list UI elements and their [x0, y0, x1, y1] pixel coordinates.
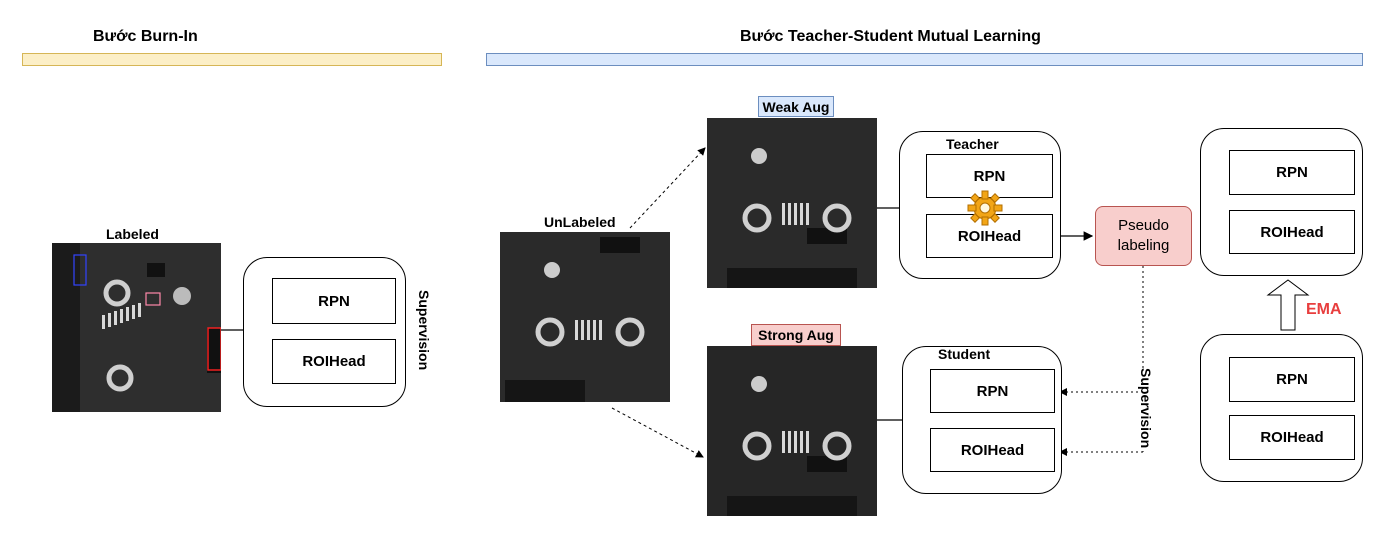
pseudo-labeling-box: Pseudo labeling: [1095, 206, 1192, 266]
weak-aug-tag: Weak Aug: [758, 96, 834, 117]
weak-aug-image: [707, 118, 877, 288]
burnin-bar: [22, 53, 442, 66]
arrow-to-strong: [611, 407, 704, 458]
burnin-supervision-label: Supervision: [416, 290, 432, 371]
student-title: Student: [938, 346, 991, 362]
student-roihead-box: ROIHead: [930, 428, 1055, 472]
ema-label: EMA: [1306, 301, 1342, 318]
arrow-to-weak: [629, 147, 706, 229]
ema-arrow: [1266, 279, 1310, 331]
mutual-title: Bước Teacher-Student Mutual Learning: [740, 28, 1041, 45]
student-rpn-box: RPN: [930, 369, 1055, 413]
labeled-image: [52, 243, 221, 412]
burnin-title: Bước Burn-In: [93, 28, 198, 45]
burnin-rpn-box: RPN: [272, 278, 396, 324]
teacher-title: Teacher: [946, 136, 999, 152]
ema-bottom-roihead-box: ROIHead: [1229, 415, 1355, 460]
ema-bottom-rpn-box: RPN: [1229, 357, 1355, 402]
strong-aug-tag: Strong Aug: [751, 324, 841, 346]
gear-icon: [966, 189, 1004, 227]
pseudo-line-2: labeling: [1117, 237, 1170, 254]
ema-top-rpn-box: RPN: [1229, 150, 1355, 195]
labeled-caption: Labeled: [106, 226, 159, 242]
unlabeled-caption: UnLabeled: [544, 214, 616, 230]
pseudo-line-1: Pseudo: [1118, 217, 1169, 234]
mutual-bar: [486, 53, 1363, 66]
student-supervision-label: Supervision: [1138, 368, 1154, 449]
burnin-roihead-box: ROIHead: [272, 339, 396, 384]
unlabeled-image: [500, 232, 670, 402]
ema-top-roihead-box: ROIHead: [1229, 210, 1355, 254]
strong-aug-image: [707, 346, 877, 516]
